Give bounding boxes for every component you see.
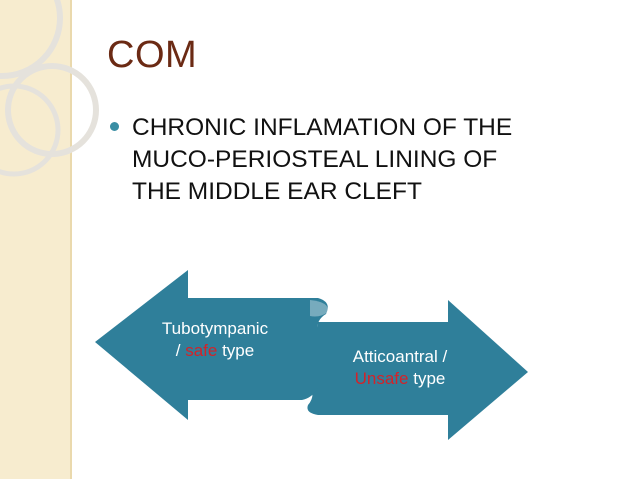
safe-highlight: safe: [185, 341, 218, 360]
deco-circle-low: [0, 83, 61, 177]
right-arrow-shape: [307, 300, 528, 440]
left-arrow-line2: / safe type: [150, 340, 280, 362]
left-arrow-label: Tubotympanic / safe type: [150, 318, 280, 362]
right-arrow-line2: Unsafe type: [330, 368, 470, 390]
right-arrow-suffix: type: [408, 369, 446, 388]
left-band-edge: [70, 0, 72, 479]
slide-title: COM: [107, 34, 198, 76]
right-arrow-line1: Atticoantral /: [352, 347, 448, 366]
left-arrow-suffix: type: [217, 341, 255, 360]
left-decorative-band: [0, 0, 70, 479]
unsafe-highlight: Unsafe: [354, 369, 409, 388]
arrow-scroll-curl: [310, 300, 329, 317]
bullet-item: CHRONIC INFLAMATION OF THE MUCO-PERIOSTE…: [110, 112, 610, 208]
left-arrow-line1: Tubotympanic: [161, 319, 269, 338]
right-arrow-label: Atticoantral / Unsafe type: [330, 346, 470, 390]
bullet-text: CHRONIC INFLAMATION OF THE MUCO-PERIOSTE…: [132, 114, 513, 205]
left-arrow-shape: [95, 270, 328, 420]
bullet-dot-icon: [110, 122, 119, 131]
left-arrow-prefix: /: [175, 341, 186, 360]
deco-circle-top: [0, 0, 63, 79]
decorative-circles: [0, 0, 99, 177]
